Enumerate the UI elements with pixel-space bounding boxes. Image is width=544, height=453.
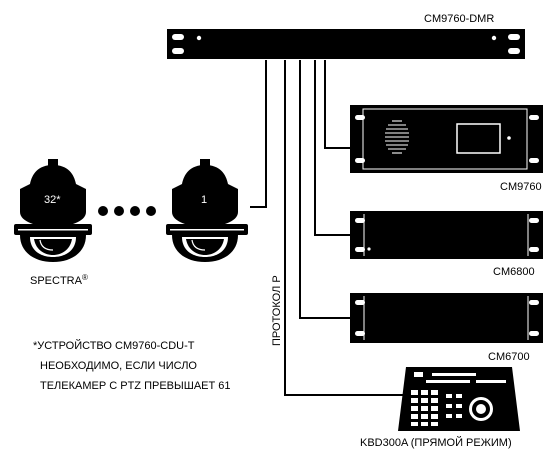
keypad-grid	[411, 390, 438, 426]
wire-to-kbd300a	[284, 60, 405, 396]
footnote-line-3: ТЕЛЕКАМЕР С PTZ ПРЕВЫШАЕТ 61	[40, 380, 231, 392]
cm9760-label: CM9760	[500, 181, 542, 193]
wire-to-cm6800	[314, 60, 350, 236]
wire-to-cm6700	[299, 60, 350, 319]
function-keys	[446, 394, 462, 418]
vent-grille	[385, 120, 409, 154]
cm6800-unit	[350, 211, 543, 259]
spectra-brand-label: SPECTRA®	[30, 273, 88, 287]
camera-1-number: 1	[201, 194, 207, 206]
cm9760-dmr-label: CM9760-DMR	[424, 13, 494, 25]
cm6700-label: CM6700	[488, 351, 530, 363]
ellipsis-dots	[98, 206, 156, 216]
cm6700-unit	[350, 293, 543, 343]
footnote: *УСТРОЙСТВО CM9760-CDU-T НЕОБХОДИМО, ЕСЛ…	[33, 339, 231, 392]
wiring	[250, 60, 405, 396]
cm6800-label: CM6800	[493, 266, 535, 278]
cm9760-unit	[350, 105, 543, 173]
camera-1-dome	[166, 159, 248, 262]
kbd300a-keyboard	[398, 367, 520, 431]
joystick-icon	[469, 397, 493, 421]
camera-32-dome	[14, 159, 92, 262]
camera-32-number: 32*	[44, 194, 61, 206]
kbd300a-label: KBD300A (ПРЯМОЙ РЕЖИМ)	[360, 436, 512, 449]
protocol-label: ПРОТОКОЛ P	[271, 275, 283, 346]
footnote-line-1: *УСТРОЙСТВО CM9760-CDU-T	[33, 339, 195, 352]
wire-to-cm9760	[324, 60, 350, 149]
cm9760-dmr-unit	[167, 29, 525, 59]
wire-to-camera-1	[250, 60, 267, 208]
registered-mark: ®	[82, 273, 88, 282]
footnote-line-2: НЕОБХОДИМО, ЕСЛИ ЧИСЛО	[40, 360, 197, 372]
spectra-brand-text: SPECTRA	[30, 275, 83, 287]
